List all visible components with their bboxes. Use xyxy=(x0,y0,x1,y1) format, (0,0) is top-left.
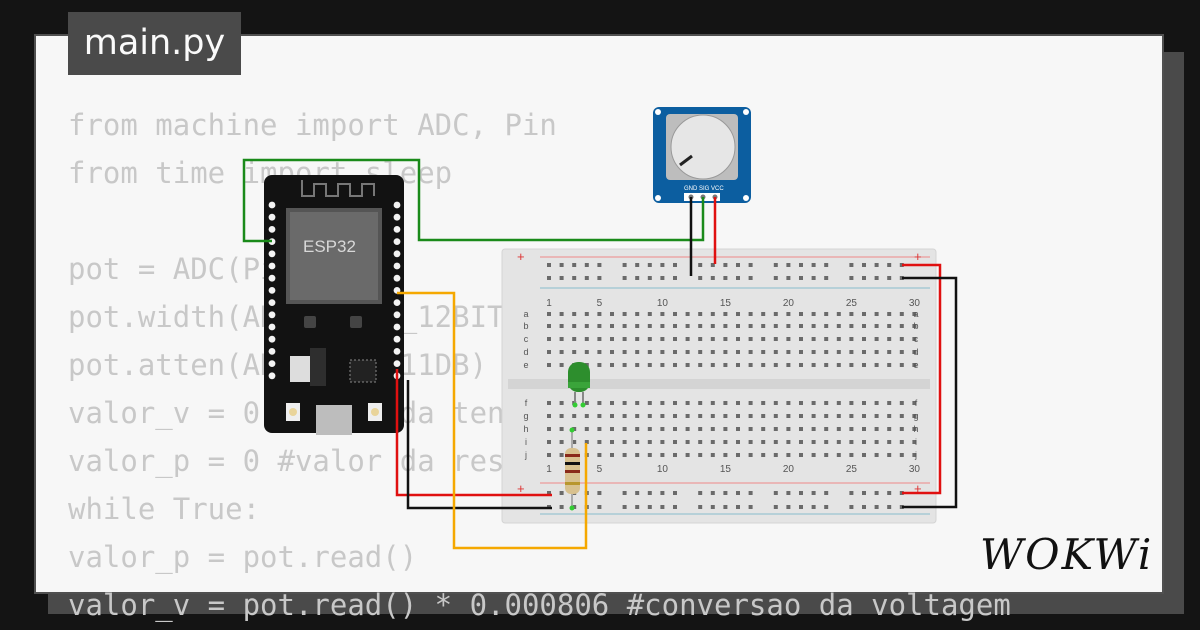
code-line: from machine import ADC, Pin xyxy=(68,108,557,142)
potentiometer-knob[interactable] xyxy=(670,114,736,180)
breadboard-row-label: e xyxy=(913,360,918,370)
esp32-pin-right[interactable] xyxy=(393,262,401,270)
wokwi-logo: WOKWi xyxy=(980,530,1154,579)
breadboard-column-label: 25 xyxy=(846,298,858,309)
esp32-pin-left[interactable] xyxy=(268,226,276,233)
rail-plus-bottom-right: + xyxy=(914,481,922,496)
breadboard-row-label: i xyxy=(915,437,917,447)
breadboard-row-label: h xyxy=(523,424,528,434)
breadboard-row-label: d xyxy=(523,347,528,357)
file-tab-main-py[interactable]: main.py xyxy=(68,12,241,75)
breadboard-row-label: e xyxy=(523,360,528,370)
esp32-label: ESP32 xyxy=(303,237,356,256)
breadboard-row-label: h xyxy=(913,424,918,434)
breadboard-row-label: g xyxy=(523,411,528,421)
breadboard-row-label: i xyxy=(525,437,527,447)
breadboard-column-label: 10 xyxy=(657,298,669,309)
breadboard-column-label: 30 xyxy=(909,464,921,475)
esp32-pin-left[interactable] xyxy=(268,311,276,319)
esp32-pin-right[interactable] xyxy=(393,238,401,246)
breadboard-row-label: b xyxy=(523,321,528,331)
breadboard-row-label: c xyxy=(914,334,919,344)
potentiometer-pin-labels: GND SIG VCC xyxy=(684,186,724,192)
esp32-pin-right[interactable] xyxy=(393,348,401,355)
esp32-board[interactable]: ESP32 xyxy=(264,175,404,435)
led-green[interactable] xyxy=(568,362,590,408)
breadboard-row-label: g xyxy=(913,411,918,421)
breadboard-row-label: f xyxy=(915,398,918,408)
breadboard-column-label: 25 xyxy=(846,464,858,475)
code-line: valor_v = pot.read() * 0.000806 #convers… xyxy=(68,588,1011,622)
esp32-pin-left[interactable] xyxy=(268,250,276,258)
potentiometer[interactable]: GND SIG VCC xyxy=(653,107,751,203)
resistor[interactable] xyxy=(565,427,580,511)
breadboard-column-label: 15 xyxy=(720,298,732,309)
esp32-pin-right[interactable] xyxy=(393,250,401,258)
esp32-pin-right[interactable] xyxy=(393,360,401,367)
esp32-pin-right[interactable] xyxy=(393,274,401,282)
esp32-pin-left[interactable] xyxy=(268,274,276,282)
breadboard-column-label: 20 xyxy=(783,464,795,475)
esp32-pin-right[interactable] xyxy=(393,311,401,319)
esp32-pin-right[interactable] xyxy=(393,201,401,209)
breadboard-column-label: 15 xyxy=(720,464,732,475)
esp32-pin-headers xyxy=(268,201,401,380)
wire-red-rail-top[interactable] xyxy=(902,263,942,495)
esp32-pin-right[interactable] xyxy=(393,335,401,343)
breadboard-column-label: 5 xyxy=(597,298,603,309)
wire-black-esp-gnd[interactable] xyxy=(406,380,552,510)
breadboard-column-label: 30 xyxy=(909,298,921,309)
rail-plus-top-left: + xyxy=(517,249,525,264)
wire-black-rail-top[interactable] xyxy=(902,276,958,509)
esp32-pin-left[interactable] xyxy=(268,372,276,380)
breadboard-column-label: 5 xyxy=(597,464,603,475)
breadboard-row-label: c xyxy=(524,334,529,344)
breadboard-row-label: a xyxy=(913,309,918,319)
esp32-pin-left[interactable] xyxy=(268,213,276,221)
breadboard-row-label: j xyxy=(524,450,527,460)
esp32-pin-left[interactable] xyxy=(268,360,276,367)
esp32-pin-left[interactable] xyxy=(268,335,276,343)
wire-orange-led[interactable] xyxy=(397,291,588,550)
code-line: valor_p = pot.read() xyxy=(68,540,418,574)
esp32-pin-right[interactable] xyxy=(393,323,401,331)
breadboard-row-label: d xyxy=(913,347,918,357)
esp32-pin-right[interactable] xyxy=(393,213,401,221)
breadboard-column-label: 1 xyxy=(546,298,552,309)
esp32-pin-left[interactable] xyxy=(268,262,276,270)
breadboard-row-label: a xyxy=(523,309,528,319)
rail-plus-bottom-left: + xyxy=(517,481,525,496)
rail-plus-top-right: + xyxy=(914,249,922,264)
breadboard-column-label: 1 xyxy=(546,464,552,475)
esp32-pin-left[interactable] xyxy=(268,348,276,355)
breadboard-row-label: j xyxy=(914,450,917,460)
esp32-pin-left[interactable] xyxy=(268,287,276,294)
wire-green-signal[interactable] xyxy=(242,158,705,243)
esp32-pin-left[interactable] xyxy=(268,299,276,306)
breadboard-row-label: b xyxy=(913,321,918,331)
esp32-pin-left[interactable] xyxy=(268,201,276,209)
breadboard-holes xyxy=(547,263,917,509)
breadboard-column-label: 10 xyxy=(657,464,669,475)
esp32-pin-right[interactable] xyxy=(393,226,401,233)
breadboard-row-label: f xyxy=(525,398,528,408)
wires xyxy=(242,158,958,550)
esp32-pin-right[interactable] xyxy=(393,299,401,306)
wire-red-esp-3v3[interactable] xyxy=(395,369,552,497)
esp32-pin-left[interactable] xyxy=(268,323,276,331)
breadboard-column-label: 20 xyxy=(783,298,795,309)
code-line: while True: xyxy=(68,492,261,526)
